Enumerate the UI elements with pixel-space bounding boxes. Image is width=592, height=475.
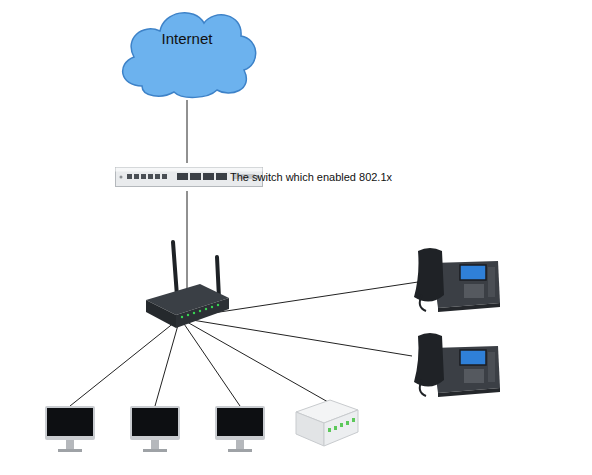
wire — [70, 318, 180, 406]
led — [187, 314, 189, 316]
led — [199, 310, 201, 312]
wire — [180, 318, 240, 406]
switch-port — [216, 173, 227, 180]
switch-port — [127, 174, 132, 179]
monitor-foot — [143, 449, 167, 452]
router-leds — [181, 304, 219, 318]
phone-cord — [420, 380, 426, 396]
switch-port — [155, 174, 160, 179]
monitor-bezel — [130, 406, 180, 440]
switch-port — [134, 174, 139, 179]
monitor-screen — [47, 408, 93, 436]
cloud-node: Internet — [112, 2, 262, 100]
led — [181, 316, 183, 318]
cloud-outline — [123, 13, 256, 98]
monitor-neck — [236, 440, 244, 449]
monitor-icon — [215, 406, 265, 452]
antenna — [217, 257, 219, 298]
led — [211, 306, 213, 308]
switch-port — [162, 174, 167, 179]
ip-phone — [414, 333, 500, 397]
monitor-neck — [151, 440, 159, 449]
router-front — [176, 298, 229, 328]
hub-icon — [296, 400, 358, 446]
ip-phone — [414, 248, 500, 312]
router-icon — [146, 242, 229, 328]
wire — [187, 191, 188, 290]
connector-line — [187, 100, 188, 163]
phone-edge — [438, 388, 500, 397]
monitor-foot — [228, 449, 252, 452]
switch-port — [190, 173, 201, 180]
monitor-neck — [66, 440, 74, 449]
hub-front — [324, 410, 358, 446]
device-label: The switch which enabled 802.1x — [230, 171, 392, 183]
hub-side — [296, 412, 324, 446]
switch-node: The switch which enabled 802.1x — [115, 163, 450, 191]
monitor-screen — [217, 408, 263, 436]
led — [193, 312, 195, 314]
led — [217, 304, 219, 306]
phone-keypad — [464, 284, 484, 298]
cloud-shape — [112, 2, 262, 100]
monitor-icon — [45, 406, 95, 452]
monitor-bezel — [215, 406, 265, 440]
phone-cord — [420, 295, 426, 311]
switch-screw — [120, 176, 123, 179]
phone-keypad — [464, 369, 484, 383]
monitor-screen — [132, 408, 178, 436]
router-side — [146, 300, 176, 328]
phone-screen — [460, 265, 486, 280]
hub-ports — [328, 418, 355, 432]
phone-screen — [460, 350, 486, 365]
port — [340, 423, 343, 427]
monitor-foot — [58, 449, 82, 452]
phone-handset — [414, 248, 444, 302]
port — [352, 418, 355, 422]
port — [346, 421, 349, 425]
port — [328, 428, 331, 432]
port — [334, 426, 337, 430]
phone-keys — [488, 352, 495, 382]
phone-handset — [414, 333, 444, 387]
phone-keys — [488, 267, 495, 297]
antenna — [173, 242, 177, 296]
switch-port — [177, 173, 188, 180]
switch-highlight — [116, 168, 263, 172]
wires — [70, 191, 418, 406]
monitor-bezel — [45, 406, 95, 440]
phone-edge — [438, 303, 500, 312]
wire — [155, 318, 180, 406]
switch-port — [203, 173, 214, 180]
wire — [180, 318, 412, 356]
monitor-icon — [130, 406, 180, 452]
led — [205, 308, 207, 310]
switch-port — [148, 174, 153, 179]
connector — [187, 100, 188, 163]
switch-port — [141, 174, 146, 179]
cloud-label: Internet — [112, 30, 262, 47]
